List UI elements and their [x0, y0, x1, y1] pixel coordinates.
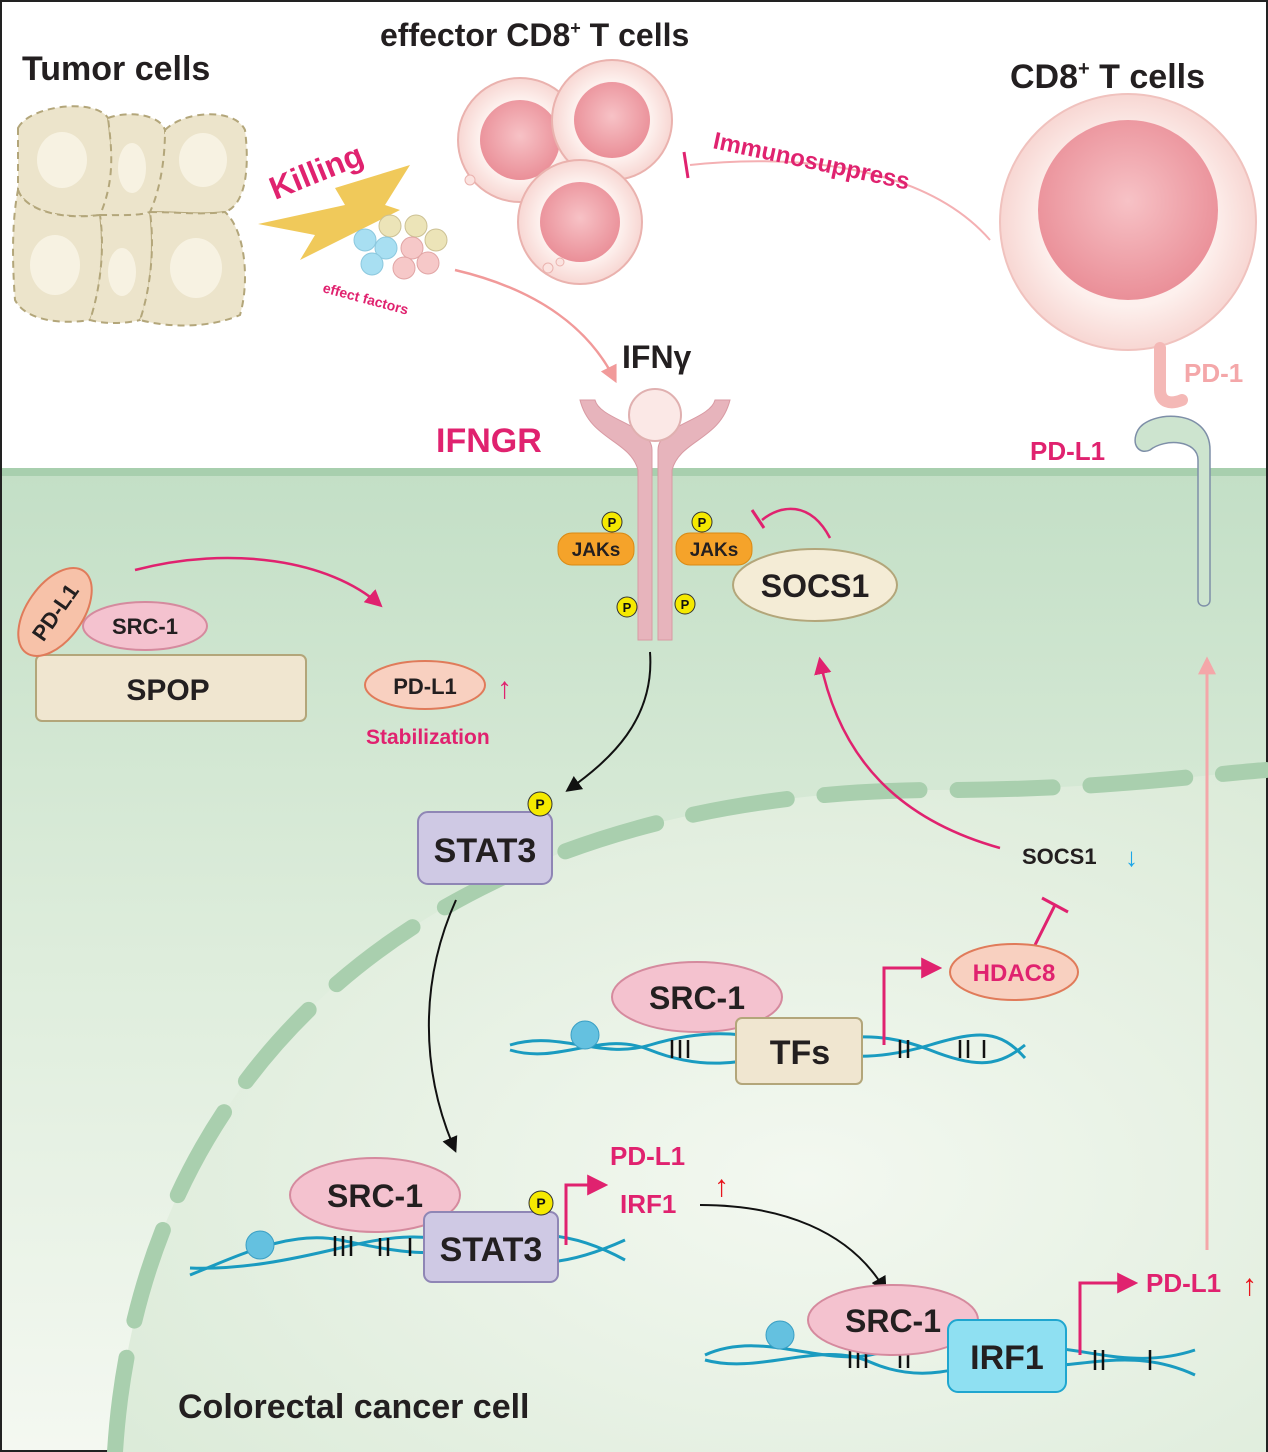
hdac8-inhibit-bar — [1041, 896, 1069, 914]
svg-text:P: P — [681, 597, 690, 612]
effector-cd8-title: effector CD8+ T cells — [380, 17, 689, 53]
pdl1-up-arrow: ↑ — [497, 672, 512, 705]
socs1-protein — [732, 548, 898, 622]
receptor-to-stat3-arrow — [565, 651, 652, 792]
pd1-receptor — [1154, 342, 1188, 409]
svg-text:P: P — [536, 1195, 545, 1211]
effect-factors-bubbles — [353, 214, 448, 280]
hdac8-label: HDAC8 — [973, 960, 1056, 987]
src1-stat3-label: SRC-1 — [327, 1178, 423, 1214]
pdl1-stabilized — [364, 660, 486, 710]
immunosuppress-line — [689, 160, 991, 241]
socs1-inhibit-bar — [750, 509, 766, 529]
stat3-cytoplasm — [417, 811, 553, 885]
tumor-cells-title: Tumor cells — [22, 50, 210, 88]
effector-t-cells — [457, 59, 673, 285]
jaks-right — [675, 532, 753, 566]
nuclear-envelope — [107, 762, 1268, 1452]
tfs-label: TFs — [770, 1034, 830, 1072]
jaks-left-label: JAKs — [572, 540, 621, 561]
src1-irf1-label: SRC-1 — [845, 1303, 941, 1339]
pdl1-irf1-up-arrow: ↑ — [714, 1170, 729, 1203]
stat3-nuc-label: STAT3 — [440, 1231, 543, 1269]
irf1-label: IRF1 — [970, 1339, 1044, 1377]
svg-text:P: P — [535, 796, 544, 812]
src1-spop — [82, 601, 208, 651]
ifngr-receptor — [579, 388, 731, 641]
ifng-label: IFNγ — [622, 339, 692, 375]
plasma-membrane — [2, 468, 1266, 476]
tfs-protein — [735, 1017, 863, 1085]
src1-tfs-label: SRC-1 — [649, 980, 745, 1016]
stat3-translocation-arrow — [427, 899, 458, 1153]
svg-text:P: P — [623, 600, 632, 615]
jaks-left — [557, 532, 635, 566]
tfs-transcription-arrow — [882, 957, 943, 1045]
socs1-label: SOCS1 — [761, 568, 869, 604]
stat3-phospho — [527, 791, 553, 817]
irf1-arrow — [699, 1204, 887, 1293]
spop-protein — [35, 654, 307, 722]
stat3-transcription-arrow — [564, 1174, 609, 1245]
cd8-t-cells-title: CD8+ T cells — [1010, 58, 1205, 96]
ifngr-label: IFNGR — [436, 422, 542, 460]
pd1-label: PD-1 — [1184, 358, 1243, 388]
socs1-down-label: SOCS1 — [1022, 844, 1097, 869]
socs1-inhibit-line — [761, 507, 832, 539]
pdl1-final-label: PD-L1 — [1146, 1268, 1221, 1298]
svg-text:P: P — [698, 515, 707, 530]
irf1-protein — [947, 1319, 1067, 1393]
socs1-to-protein-arrow — [814, 656, 1001, 850]
src1-stat3 — [289, 1157, 461, 1233]
hdac8-protein — [949, 943, 1079, 1001]
effect-to-ifng-arrow — [454, 268, 617, 384]
pdl1-membrane-label: PD-L1 — [1030, 436, 1105, 466]
pdl1-spop — [17, 567, 93, 657]
stat3-cyto-label: STAT3 — [434, 832, 537, 870]
lightning-icon — [258, 165, 410, 260]
cd8-t-cell — [999, 93, 1257, 351]
stat3-nucleus — [423, 1211, 559, 1283]
pdl1-membrane-protein — [1134, 415, 1211, 607]
stabilization-label: Stabilization — [366, 726, 490, 749]
tumor-cells — [12, 105, 248, 327]
pdl1-out-label: PD-L1 — [610, 1141, 685, 1171]
phospho-badges: P P P P — [601, 511, 713, 618]
svg-text:P: P — [608, 515, 617, 530]
spop-label: SPOP — [126, 674, 209, 707]
src1-tfs — [611, 961, 783, 1033]
socs1-down-arrow: ↓ — [1125, 842, 1138, 872]
colorectal-cell-title: Colorectal cancer cell — [178, 1388, 530, 1426]
hdac8-inhibit-line — [1033, 904, 1057, 946]
irf1-transcription-arrow — [1078, 1272, 1139, 1355]
stabilization-arrow — [134, 556, 383, 608]
stat3-nuc-phospho — [528, 1190, 554, 1216]
inhibition-bar — [682, 151, 690, 179]
pdl1-final-up-arrow: ↑ — [1242, 1269, 1257, 1302]
src1-spop-label: SRC-1 — [112, 614, 178, 639]
irf1-out-label: IRF1 — [620, 1189, 676, 1219]
pdl1-stabilized-label: PD-L1 — [393, 674, 457, 699]
jaks-right-label: JAKs — [690, 540, 739, 561]
